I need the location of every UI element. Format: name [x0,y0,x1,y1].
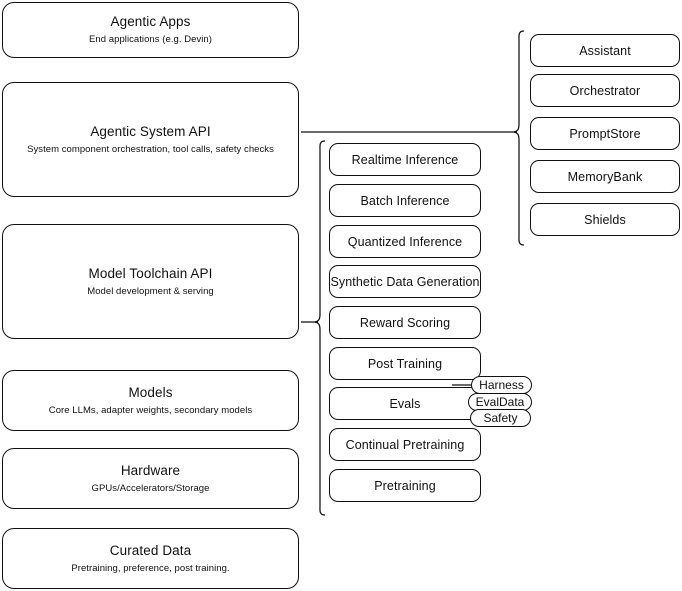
layer-curated-data[interactable]: Curated Data Pretraining, preference, po… [2,528,299,589]
component-label: Pretraining [374,478,436,493]
component-evals[interactable]: Evals [329,387,481,420]
layer-models[interactable]: Models Core LLMs, adapter weights, secon… [2,370,299,431]
layer-agentic-system-api[interactable]: Agentic System API System component orch… [2,82,299,197]
layer-model-toolchain-api[interactable]: Model Toolchain API Model development & … [2,224,299,339]
component-label: Continual Pretraining [345,437,465,452]
component-label: Evals [389,396,421,411]
layer-subtitle: Core LLMs, adapter weights, secondary mo… [48,404,253,416]
component-label: PromptStore [569,126,641,141]
evals-subcomponent-label: Harness [479,378,524,392]
component-label: Orchestrator [569,83,641,98]
component-memorybank[interactable]: MemoryBank [530,160,680,193]
component-label: Shields [584,212,626,227]
evals-subcomponent-evaldata[interactable]: EvalData [468,393,532,411]
component-shields[interactable]: Shields [530,203,680,236]
component-label: MemoryBank [567,169,643,184]
component-pretraining[interactable]: Pretraining [329,469,481,502]
layer-title: Models [128,384,173,400]
component-synthetic-data-generation[interactable]: Synthetic Data Generation [329,265,481,298]
layer-title: Agentic Apps [110,14,191,29]
component-continual-pretraining[interactable]: Continual Pretraining [329,428,481,461]
component-label: Synthetic Data Generation [330,274,480,289]
component-orchestrator[interactable]: Orchestrator [530,74,680,107]
component-assistant[interactable]: Assistant [530,34,680,67]
brace-model-toolchain-components [314,140,326,516]
layer-subtitle: Pretraining, preference, post training. [71,562,230,574]
brace-agentic-system-components [513,30,525,246]
component-quantized-inference[interactable]: Quantized Inference [329,225,481,258]
layer-subtitle: Model development & serving [87,285,214,297]
layer-agentic-apps[interactable]: Agentic Apps End applications (e.g. Devi… [2,2,299,58]
layer-hardware[interactable]: Hardware GPUs/Accelerators/Storage [2,448,299,509]
component-post-training[interactable]: Post Training [329,347,481,380]
component-label: Post Training [367,356,443,371]
component-realtime-inference[interactable]: Realtime Inference [329,143,481,176]
component-label: Realtime Inference [351,152,459,167]
component-label: Batch Inference [360,193,450,208]
evals-subcomponent-harness[interactable]: Harness [471,376,532,394]
component-label: Quantized Inference [347,234,463,249]
component-reward-scoring[interactable]: Reward Scoring [329,306,481,339]
layer-title: Model Toolchain API [88,265,213,281]
layer-subtitle: End applications (e.g. Devin) [89,34,212,45]
component-label: Assistant [579,43,631,58]
evals-subcomponent-label: Safety [483,411,518,425]
component-promptstore[interactable]: PromptStore [530,117,680,150]
evals-subcomponent-safety[interactable]: Safety [470,409,531,427]
layer-title: Curated Data [109,542,192,558]
component-batch-inference[interactable]: Batch Inference [329,184,481,217]
layer-title: Hardware [120,462,181,478]
evals-subcomponent-label: EvalData [475,395,525,409]
layer-subtitle: GPUs/Accelerators/Storage [91,482,210,494]
layer-title: Agentic System API [90,123,211,139]
component-label: Reward Scoring [359,315,451,330]
layer-subtitle: System component orchestration, tool cal… [27,143,274,155]
